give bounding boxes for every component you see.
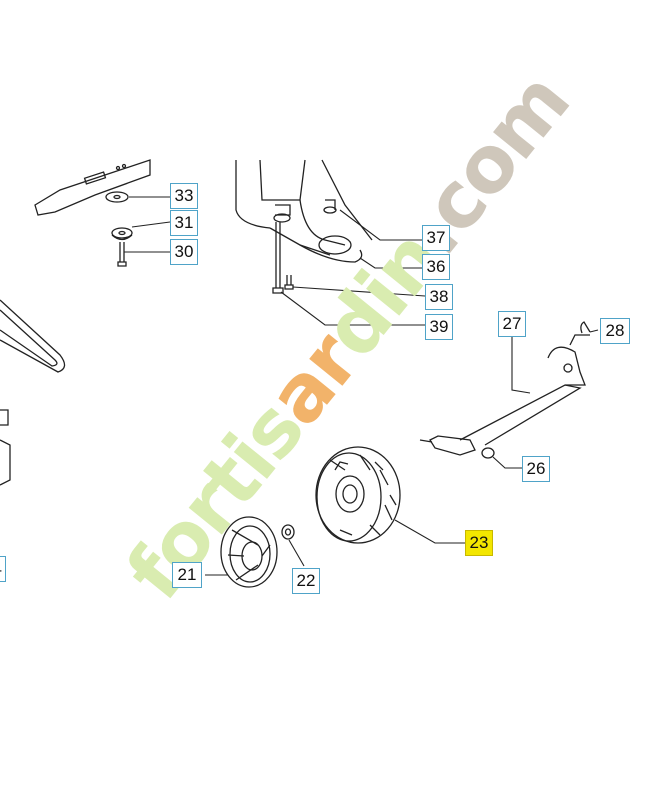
callout-23-highlighted: 23: [465, 530, 493, 556]
callout-4-partial: 4: [0, 556, 6, 582]
callout-28: 28: [600, 318, 630, 344]
callout-37: 37: [422, 225, 450, 251]
callout-33: 33: [170, 183, 198, 209]
rear-axle: [419, 334, 590, 459]
callout-4-text: 4: [0, 559, 2, 578]
callout-31: 31: [170, 210, 198, 236]
deck-housing: [235, 159, 373, 263]
left-edge-parts: [0, 409, 11, 486]
drive-belt: [0, 299, 66, 373]
callout-30: 30: [170, 239, 198, 265]
axle-pin: [580, 321, 591, 334]
blade-part: [34, 159, 151, 216]
callout-36: 36: [422, 254, 450, 280]
leader-lines: [124, 196, 599, 576]
deck-bolts: [272, 222, 294, 294]
wheel: [315, 446, 401, 544]
callout-22: 22: [292, 568, 320, 594]
blade-fasteners: [105, 191, 133, 267]
wheel-nut: [281, 524, 295, 540]
callout-26: 26: [522, 456, 550, 482]
callout-38: 38: [425, 284, 453, 310]
callout-39: 39: [425, 314, 453, 340]
callout-27: 27: [498, 311, 526, 337]
callout-21: 21: [172, 562, 202, 588]
hubcap: [220, 516, 278, 588]
